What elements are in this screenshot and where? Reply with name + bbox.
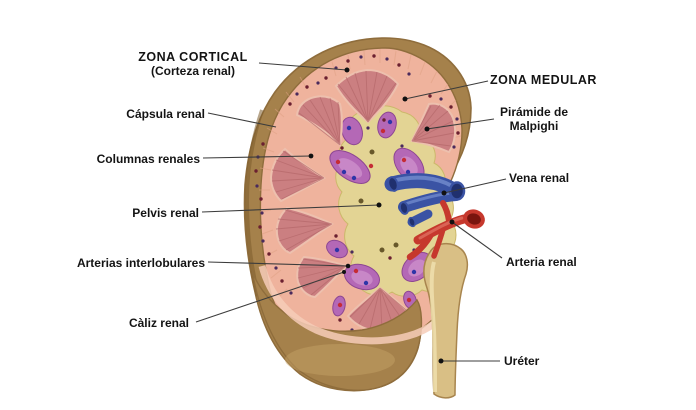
label-zona-cortical-line1: ZONA CORTICAL	[138, 50, 248, 64]
renal-pelvis-region	[335, 105, 457, 297]
renal-artery	[406, 200, 485, 261]
label-arteria-renal: Arteria renal	[506, 255, 577, 269]
ureter-tube	[423, 243, 469, 399]
label-zona-cortical: ZONA CORTICAL (Corteza renal)	[128, 50, 258, 78]
label-corteza-renal: (Corteza renal)	[150, 64, 236, 78]
renal-calyces	[326, 111, 433, 317]
label-capsula-renal: Cápsula renal	[126, 107, 205, 121]
label-piramide-line1: Pirámide de	[499, 105, 569, 119]
leader-lines	[195, 62, 507, 362]
label-vena-renal: Vena renal	[509, 171, 570, 185]
label-piramide-malpighi: Pirámide de Malpighi	[496, 105, 572, 133]
label-arterias-interlobulares: Arterias interlobulares	[76, 256, 205, 270]
label-piramide-line2: Malpighi	[509, 119, 559, 133]
renal-vein	[384, 173, 466, 228]
label-caliz-renal: Càliz renal	[128, 316, 189, 330]
label-ureter: Uréter	[504, 354, 540, 368]
interlobular-dots	[254, 54, 460, 341]
label-zona-medular: ZONA MEDULAR	[490, 73, 597, 87]
pointer-dots	[308, 67, 455, 364]
label-columnas-renales: Columnas renales	[96, 152, 200, 166]
lower-pole-surface	[251, 265, 454, 391]
label-pelvis-renal: Pelvis renal	[132, 206, 199, 220]
